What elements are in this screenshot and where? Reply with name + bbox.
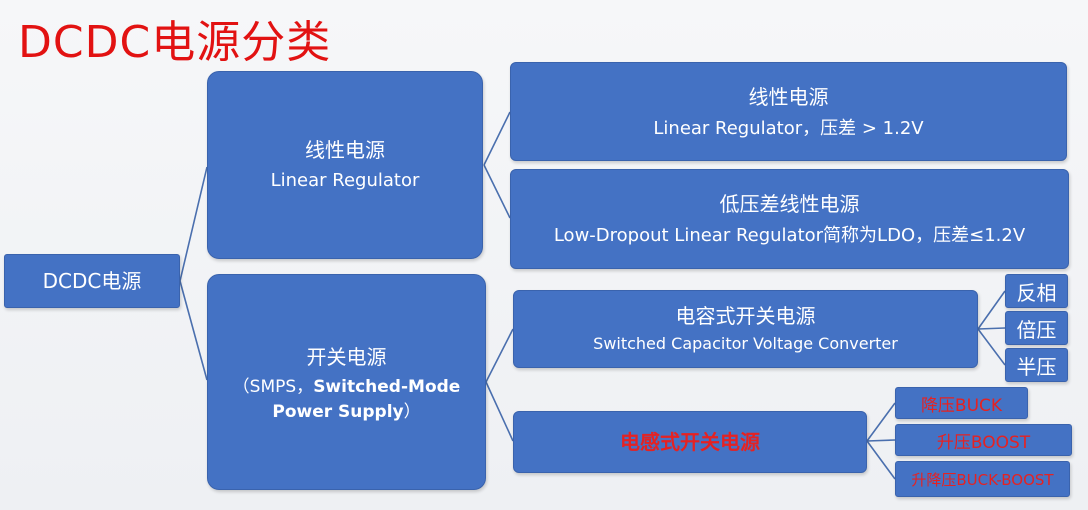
node-smps-bold2: Power Supply [272, 402, 404, 422]
link-linear-ldo [483, 164, 511, 219]
node-linear-std-title: 线性电源 [748, 84, 829, 109]
link-smps-cap [485, 328, 514, 383]
node-smps-bold1: Switched-Mode [313, 377, 461, 397]
link-ind-boost [866, 439, 896, 442]
node-capacitor: 电容式开关电源 Switched Capacitor Voltage Conve… [513, 290, 978, 368]
node-cap-inverting-label: 反相 [1016, 280, 1057, 305]
node-ind-buckboost: 升降压BUCK-BOOST [895, 461, 1070, 497]
node-smps-title: 开关电源 [306, 345, 387, 369]
node-capacitor-subtitle: Switched Capacitor Voltage Converter [593, 334, 898, 353]
node-inductor: 电感式开关电源 [513, 411, 867, 473]
node-linear: 线性电源 Linear Regulator [207, 71, 483, 259]
node-ind-buck-label: 降压BUCK [920, 395, 1003, 416]
link-root-linear [179, 166, 208, 282]
link-linear-std [483, 111, 511, 166]
node-linear-subtitle: Linear Regulator [270, 170, 420, 191]
node-smps-line3: Power Supply） [272, 400, 420, 425]
node-dcdc-root-label: DCDC电源 [42, 269, 142, 293]
node-linear-std: 线性电源 Linear Regulator，压差 > 1.2V [510, 62, 1067, 161]
node-cap-halver-label: 半压 [1016, 354, 1057, 379]
link-cap-inv [977, 290, 1006, 330]
node-cap-doubler: 倍压 [1005, 311, 1068, 345]
node-smps: 开关电源 （SMPS，Switched-Mode Power Supply） [207, 274, 486, 490]
link-ind-buck [866, 402, 896, 442]
node-dcdc-root: DCDC电源 [4, 254, 180, 308]
node-linear-title: 线性电源 [305, 138, 385, 162]
node-smps-suffix: ） [403, 402, 421, 422]
node-ind-boost: 升压BOOST [895, 424, 1072, 456]
node-cap-inverting: 反相 [1005, 274, 1068, 308]
node-smps-prefix: （SMPS， [232, 377, 314, 397]
link-smps-ind [485, 381, 514, 442]
link-root-smps [179, 280, 208, 381]
node-capacitor-title: 电容式开关电源 [675, 304, 816, 328]
link-cap-dbl [977, 327, 1006, 330]
node-ldo: 低压差线性电源 Low-Dropout Linear Regulator简称为L… [510, 169, 1069, 269]
node-linear-std-subtitle: Linear Regulator，压差 > 1.2V [653, 117, 924, 139]
node-ind-buck: 降压BUCK [895, 387, 1028, 419]
node-ind-boost-label: 升压BOOST [936, 432, 1031, 453]
page-title: DCDC电源分类 [18, 17, 332, 68]
link-ind-buckboost [866, 440, 896, 480]
node-cap-halver: 半压 [1005, 348, 1068, 382]
node-inductor-title: 电感式开关电源 [620, 430, 760, 454]
node-ldo-title: 低压差线性电源 [719, 192, 860, 216]
node-ldo-subtitle: Low-Dropout Linear Regulator简称为LDO，压差≤1.… [553, 225, 1026, 246]
link-cap-half [977, 328, 1006, 366]
node-smps-line2: （SMPS，Switched-Mode [233, 375, 461, 400]
node-ind-buckboost-label: 升降压BUCK-BOOST [911, 470, 1054, 489]
node-cap-doubler-label: 倍压 [1016, 317, 1057, 342]
